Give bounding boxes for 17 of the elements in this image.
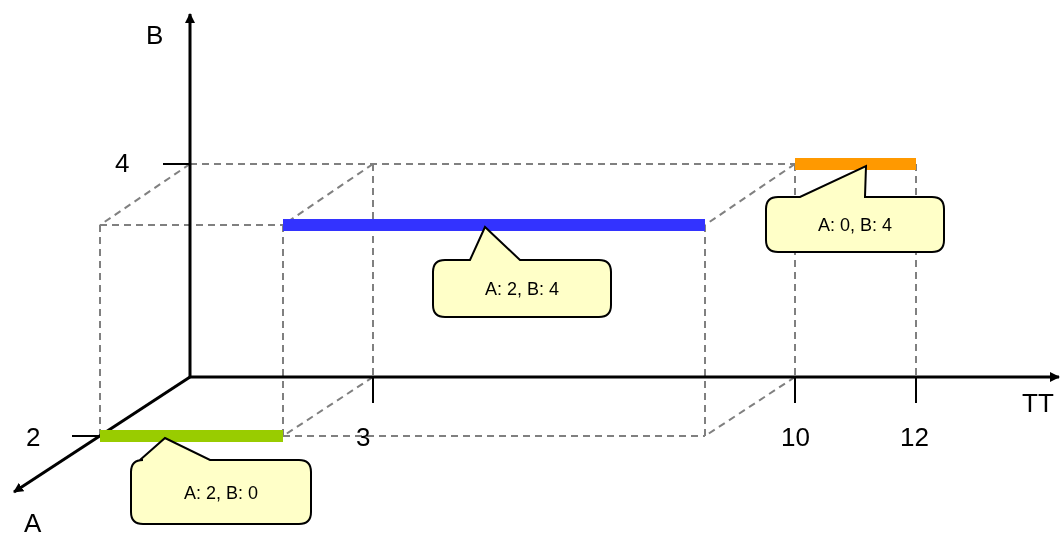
callout-bubble <box>432 226 612 318</box>
callout-bubble <box>130 437 312 525</box>
interval-bar <box>283 219 705 231</box>
callout-bubble <box>765 165 945 253</box>
interval-bar <box>100 430 283 442</box>
interval-bar <box>795 158 916 170</box>
callout-text: A: 2, B: 4 <box>483 278 560 300</box>
callout-text: A: 0, B: 4 <box>816 214 893 236</box>
tick-label: 10 <box>781 424 810 450</box>
tick-label: 3 <box>356 424 371 450</box>
callout-text: A: 2, B: 0 <box>182 481 259 504</box>
axis-label: TT <box>1022 390 1054 416</box>
tick-label: 12 <box>900 424 929 450</box>
axis-label: A <box>24 510 42 536</box>
axis-label: B <box>146 22 164 48</box>
tick-label: 4 <box>115 150 130 176</box>
tick-label: 2 <box>26 424 41 450</box>
